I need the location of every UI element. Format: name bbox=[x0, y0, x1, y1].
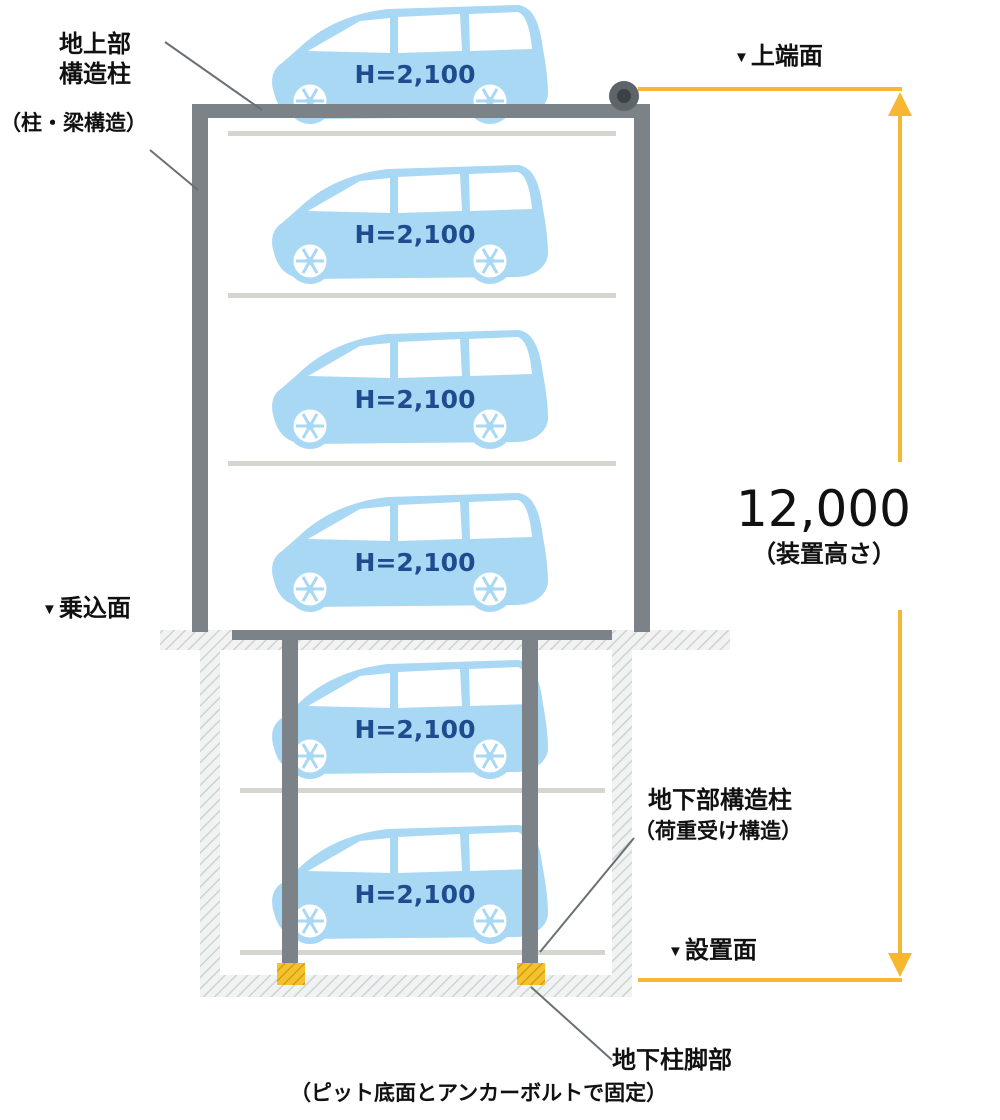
car-window-middle bbox=[398, 669, 462, 708]
deck-level-4 bbox=[228, 461, 616, 466]
below-column-right bbox=[522, 640, 538, 965]
pit-wall-right bbox=[612, 650, 632, 995]
car-wheel-rear bbox=[467, 566, 513, 612]
dimension-arrow-up-icon bbox=[888, 92, 912, 116]
install-surface-label: ▼設置面 bbox=[668, 936, 757, 969]
entry-level-text: 乗込面 bbox=[58, 595, 131, 622]
below-column-left bbox=[282, 640, 298, 965]
height-dimension bbox=[638, 87, 912, 982]
dimension-arrow-down-icon bbox=[888, 953, 912, 977]
car-window-front bbox=[308, 673, 390, 708]
install-surface-text: 設置面 bbox=[684, 937, 757, 964]
above-column-left bbox=[192, 104, 208, 632]
car-height-label: H=2,100 bbox=[355, 60, 476, 89]
car-wheel-front bbox=[287, 733, 333, 779]
leader-footing bbox=[530, 986, 613, 1061]
sprocket-hub bbox=[617, 89, 631, 103]
dimension-caption: （装置高さ） bbox=[752, 541, 896, 568]
footing-right bbox=[517, 963, 545, 985]
car-window-front bbox=[308, 838, 390, 873]
car-height-label: H=2,100 bbox=[355, 715, 476, 744]
leader-above-column bbox=[149, 149, 199, 191]
car-window-rear bbox=[469, 500, 532, 539]
car-wheel-rear bbox=[467, 733, 513, 779]
car-window-front bbox=[308, 506, 390, 541]
car-wheel-front bbox=[287, 238, 333, 284]
car-wheel-rear bbox=[467, 238, 513, 284]
car-height-label: H=2,100 bbox=[355, 220, 476, 249]
car: H=2,100 bbox=[272, 330, 548, 449]
car: H=2,100 bbox=[272, 825, 548, 944]
footing-label-line1: 地下柱脚部 bbox=[612, 1047, 732, 1074]
car-wheel-front bbox=[287, 898, 333, 944]
car: H=2,100 bbox=[272, 660, 548, 779]
above-column-label-line3: （柱・梁構造） bbox=[0, 112, 147, 135]
car-window-rear bbox=[469, 667, 532, 706]
car: H=2,100 bbox=[272, 5, 548, 124]
car-height-label: H=2,100 bbox=[355, 385, 476, 414]
top-surface-text: 上端面 bbox=[750, 43, 823, 70]
car-height-label: H=2,100 bbox=[355, 548, 476, 577]
above-column-label: 地上部 構造柱 bbox=[20, 30, 170, 90]
car-window-middle bbox=[398, 14, 462, 53]
down-triangle-icon: ▼ bbox=[668, 943, 683, 960]
down-triangle-icon: ▼ bbox=[42, 601, 57, 618]
dimension-value: 12,000 bbox=[736, 480, 911, 538]
deck-level-1 bbox=[240, 950, 605, 955]
leader-above-beam bbox=[164, 41, 263, 111]
top-surface-label: ▼上端面 bbox=[734, 42, 823, 75]
deck-level-5 bbox=[228, 293, 616, 298]
entry-level-label: ▼乗込面 bbox=[42, 594, 131, 627]
car: H=2,100 bbox=[272, 165, 548, 284]
top-beam bbox=[192, 104, 650, 118]
deck-level-6 bbox=[228, 131, 616, 136]
decks bbox=[228, 131, 616, 955]
deck-level-2 bbox=[240, 788, 605, 793]
above-column-label-line2: 構造柱 bbox=[59, 61, 131, 88]
car-window-rear bbox=[469, 12, 532, 51]
car-window-middle bbox=[398, 339, 462, 378]
below-column-label-line1: 地下部構造柱 bbox=[648, 787, 792, 814]
car-wheel-rear bbox=[467, 403, 513, 449]
above-column-label-line1: 地上部 bbox=[59, 31, 131, 58]
entry-beam bbox=[232, 630, 612, 640]
car: H=2,100 bbox=[272, 493, 548, 612]
car-window-middle bbox=[398, 502, 462, 541]
car-window-front bbox=[308, 178, 390, 213]
car-window-middle bbox=[398, 174, 462, 213]
below-column-label-line2: （荷重受け構造） bbox=[634, 820, 802, 843]
footing-label-line2: （ピット底面とアンカーボルトで固定） bbox=[290, 1082, 668, 1105]
above-column-right bbox=[634, 104, 650, 632]
car-window-rear bbox=[469, 832, 532, 871]
leader-below-column bbox=[539, 837, 635, 953]
car-wheel-front bbox=[287, 566, 333, 612]
pit-floor bbox=[200, 975, 632, 997]
leader-lines bbox=[149, 41, 635, 1061]
car-wheel-front bbox=[287, 403, 333, 449]
car-window-front bbox=[308, 18, 390, 53]
structure bbox=[192, 81, 650, 985]
car-window-rear bbox=[469, 172, 532, 211]
car-height-label: H=2,100 bbox=[355, 880, 476, 909]
pit-wall-left bbox=[200, 650, 220, 995]
footing-left bbox=[277, 963, 305, 985]
car-window-rear bbox=[469, 337, 532, 376]
car-window-front bbox=[308, 343, 390, 378]
down-triangle-icon: ▼ bbox=[734, 49, 749, 66]
car-wheel-rear bbox=[467, 898, 513, 944]
cars: H=2,100H=2,100H=2,100H=2,100H=2,100H=2,1… bbox=[272, 5, 548, 944]
car-window-middle bbox=[398, 834, 462, 873]
